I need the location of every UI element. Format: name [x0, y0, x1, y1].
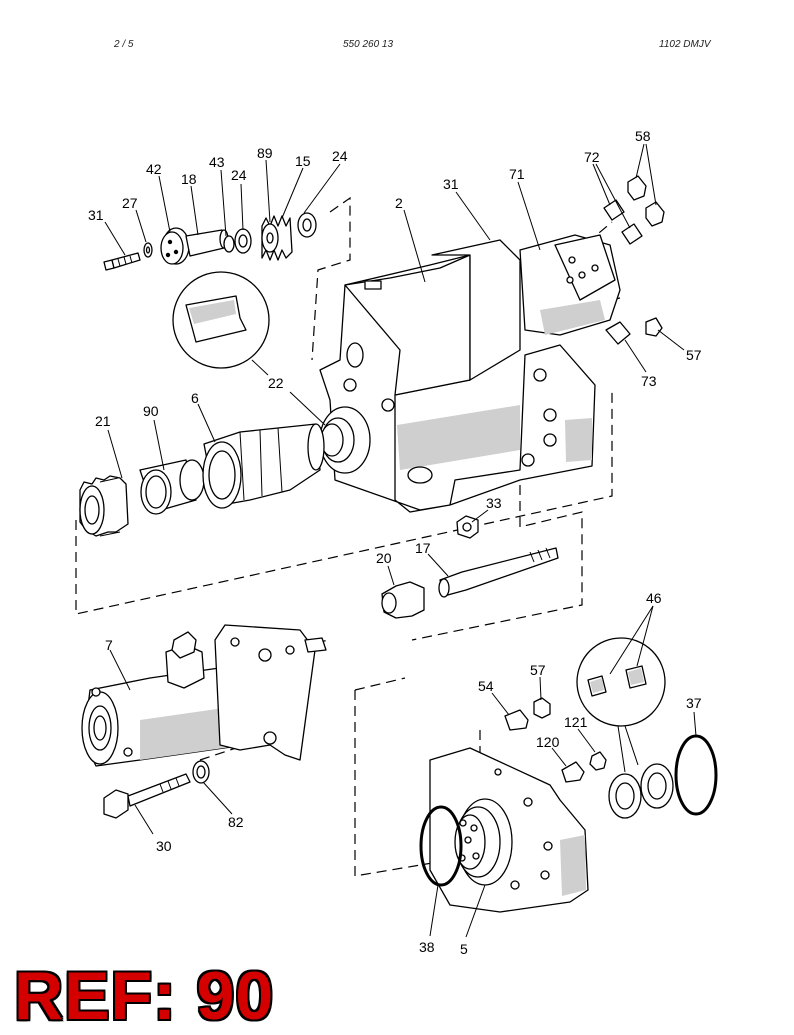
callout-57-top: 57 — [686, 347, 702, 363]
sleeve-20 — [381, 581, 425, 619]
callout-43: 43 — [209, 154, 225, 170]
fittings-bottom — [504, 697, 607, 783]
reference-label: REF: 90 — [14, 958, 275, 1034]
callout-89: 89 — [257, 145, 273, 161]
callout-72: 72 — [584, 149, 600, 165]
callout-18: 18 — [181, 171, 197, 187]
callout-71: 71 — [509, 166, 525, 182]
detail-view-circle — [172, 271, 270, 376]
callout-22: 22 — [268, 375, 284, 391]
callout-120: 120 — [536, 734, 560, 750]
callout-58: 58 — [635, 128, 651, 144]
washer-82 — [192, 760, 210, 784]
cylinder-7 — [81, 624, 327, 767]
main-housing — [319, 239, 596, 513]
callout-24-right: 24 — [332, 148, 348, 164]
coupling-6 — [202, 423, 325, 509]
callout-30: 30 — [156, 838, 172, 854]
bushing-90 — [139, 459, 205, 515]
shaft-17 — [438, 547, 559, 598]
callout-46: 46 — [646, 590, 662, 606]
valve-block — [519, 234, 621, 336]
callout-82: 82 — [228, 814, 244, 830]
callout-21: 21 — [95, 413, 111, 429]
leader-lines — [104, 143, 697, 938]
callout-73: 73 — [641, 373, 657, 389]
fittings-top-right — [603, 175, 665, 345]
callout-24: 24 — [231, 167, 247, 183]
callout-27: 27 — [122, 195, 138, 211]
callout-33: 33 — [486, 495, 502, 511]
callout-90: 90 — [143, 403, 159, 419]
callout-labels: 31 27 42 18 43 24 89 15 24 2 31 71 72 58… — [88, 128, 702, 957]
callout-2: 2 — [395, 195, 403, 211]
callout-20: 20 — [376, 550, 392, 566]
callout-17: 17 — [415, 540, 431, 556]
callout-31-top: 31 — [443, 176, 459, 192]
callout-121: 121 — [564, 714, 588, 730]
callout-57-bottom: 57 — [530, 662, 546, 678]
shaft-subassembly — [103, 212, 317, 271]
callout-38: 38 — [419, 939, 435, 955]
model-code: 1102 DMJV — [659, 39, 711, 50]
callout-54: 54 — [478, 678, 494, 694]
page-number: 2 / 5 — [114, 39, 134, 50]
end-cover-5 — [419, 747, 589, 913]
callout-7: 7 — [105, 637, 113, 653]
part-number: 550 260 13 — [343, 39, 394, 50]
detail-view-circle-46 — [576, 637, 666, 773]
gear-21 — [79, 475, 129, 537]
callout-37: 37 — [686, 695, 702, 711]
callout-42: 42 — [146, 161, 162, 177]
callout-6: 6 — [191, 390, 199, 406]
seal-rings — [608, 734, 718, 819]
callout-5: 5 — [460, 941, 468, 957]
callout-15: 15 — [295, 153, 311, 169]
callout-31: 31 — [88, 207, 104, 223]
bolt-30 — [103, 773, 191, 819]
